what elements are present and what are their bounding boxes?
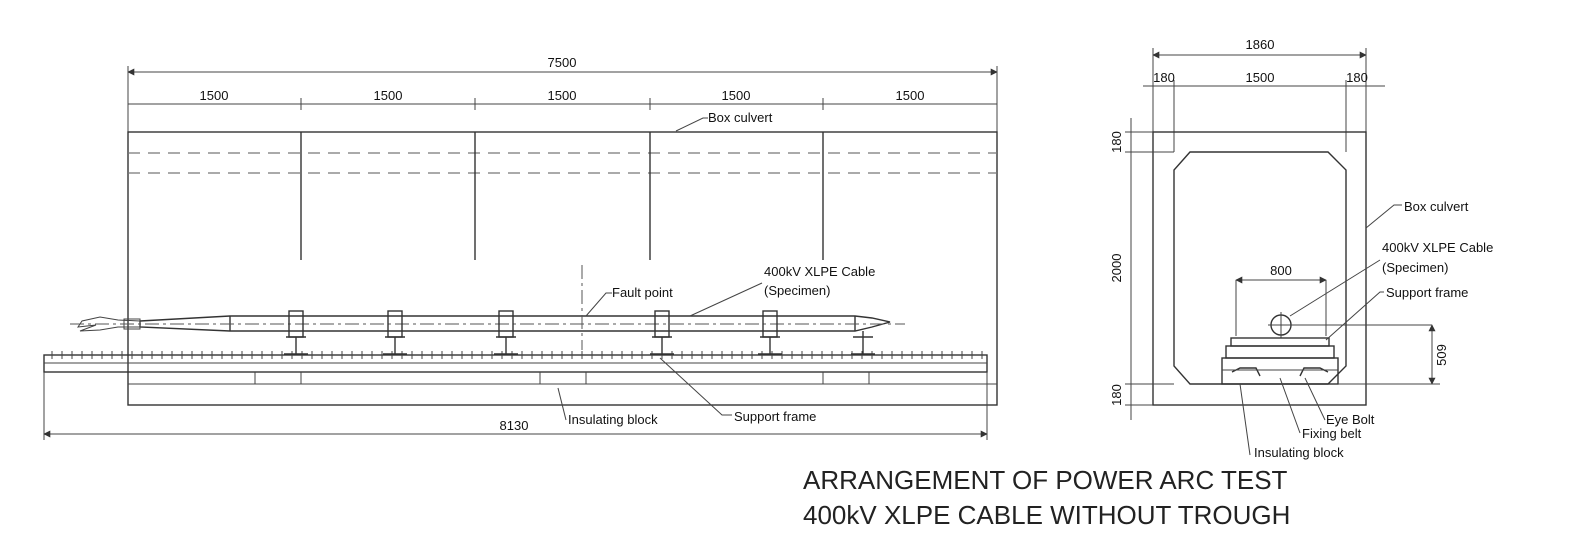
dim-total-label: 7500 [548,55,577,70]
box-culvert-section [1152,131,1367,406]
drawing-title-line-1: ARRANGEMENT OF POWER ARC TEST [803,465,1288,495]
dim-inner-label: 1500 [1246,70,1275,85]
side-view: 7500 1500 1500 1500 1500 1500 Box culver… [43,55,998,440]
dimension-length-8130: 8130 [43,372,988,440]
dim-wall-left-label: 180 [1153,70,1175,85]
dim-height-label: 2000 [1109,254,1124,283]
dim-wall-right-label: 180 [1346,70,1368,85]
dim-segment-5: 1500 [896,88,925,103]
base-ticks [51,351,983,359]
drawing-title-line-2: 400kV XLPE CABLE WITHOUT TROUGH [803,500,1290,530]
dimension-segments: 1500 1500 1500 1500 1500 [128,88,997,110]
label-insulating-block-side: Insulating block [568,412,658,427]
dim-width-label: 1860 [1246,37,1275,52]
label-insulating-block-section: Insulating block [1254,445,1344,460]
dim-segment-2: 1500 [374,88,403,103]
label-cable-side: 400kV XLPE Cable [764,264,875,279]
label-fault-point: Fault point [612,285,673,300]
dim-length-label: 8130 [500,418,529,433]
label-specimen-section: (Specimen) [1382,260,1448,275]
label-support-frame-side: Support frame [734,409,816,424]
dimension-total-7500: 7500 [127,55,998,132]
dim-bottom-label: 180 [1109,384,1124,406]
support-frame-section [1221,337,1339,385]
label-box-culvert-section: Box culvert [1404,199,1469,214]
label-specimen-side: (Specimen) [764,283,830,298]
support-frames [284,310,875,355]
section-view: 1860 180 1500 180 180 2000 180 Box culve… [1109,37,1493,460]
label-support-frame-section: Support frame [1386,285,1468,300]
dim-segment-1: 1500 [200,88,229,103]
dim-frame-label: 800 [1270,263,1292,278]
label-fixing-belt: Fixing belt [1302,426,1362,441]
cable-specimen-side [70,315,905,332]
dim-top-label: 180 [1109,131,1124,153]
label-eye-bolt: Eye Bolt [1326,412,1375,427]
dim-segment-3: 1500 [548,88,577,103]
dim-segment-4: 1500 [722,88,751,103]
label-box-culvert: Box culvert [708,110,773,125]
dim-cable-height-label: 509 [1434,344,1449,366]
label-cable-section: 400kV XLPE Cable [1382,240,1493,255]
